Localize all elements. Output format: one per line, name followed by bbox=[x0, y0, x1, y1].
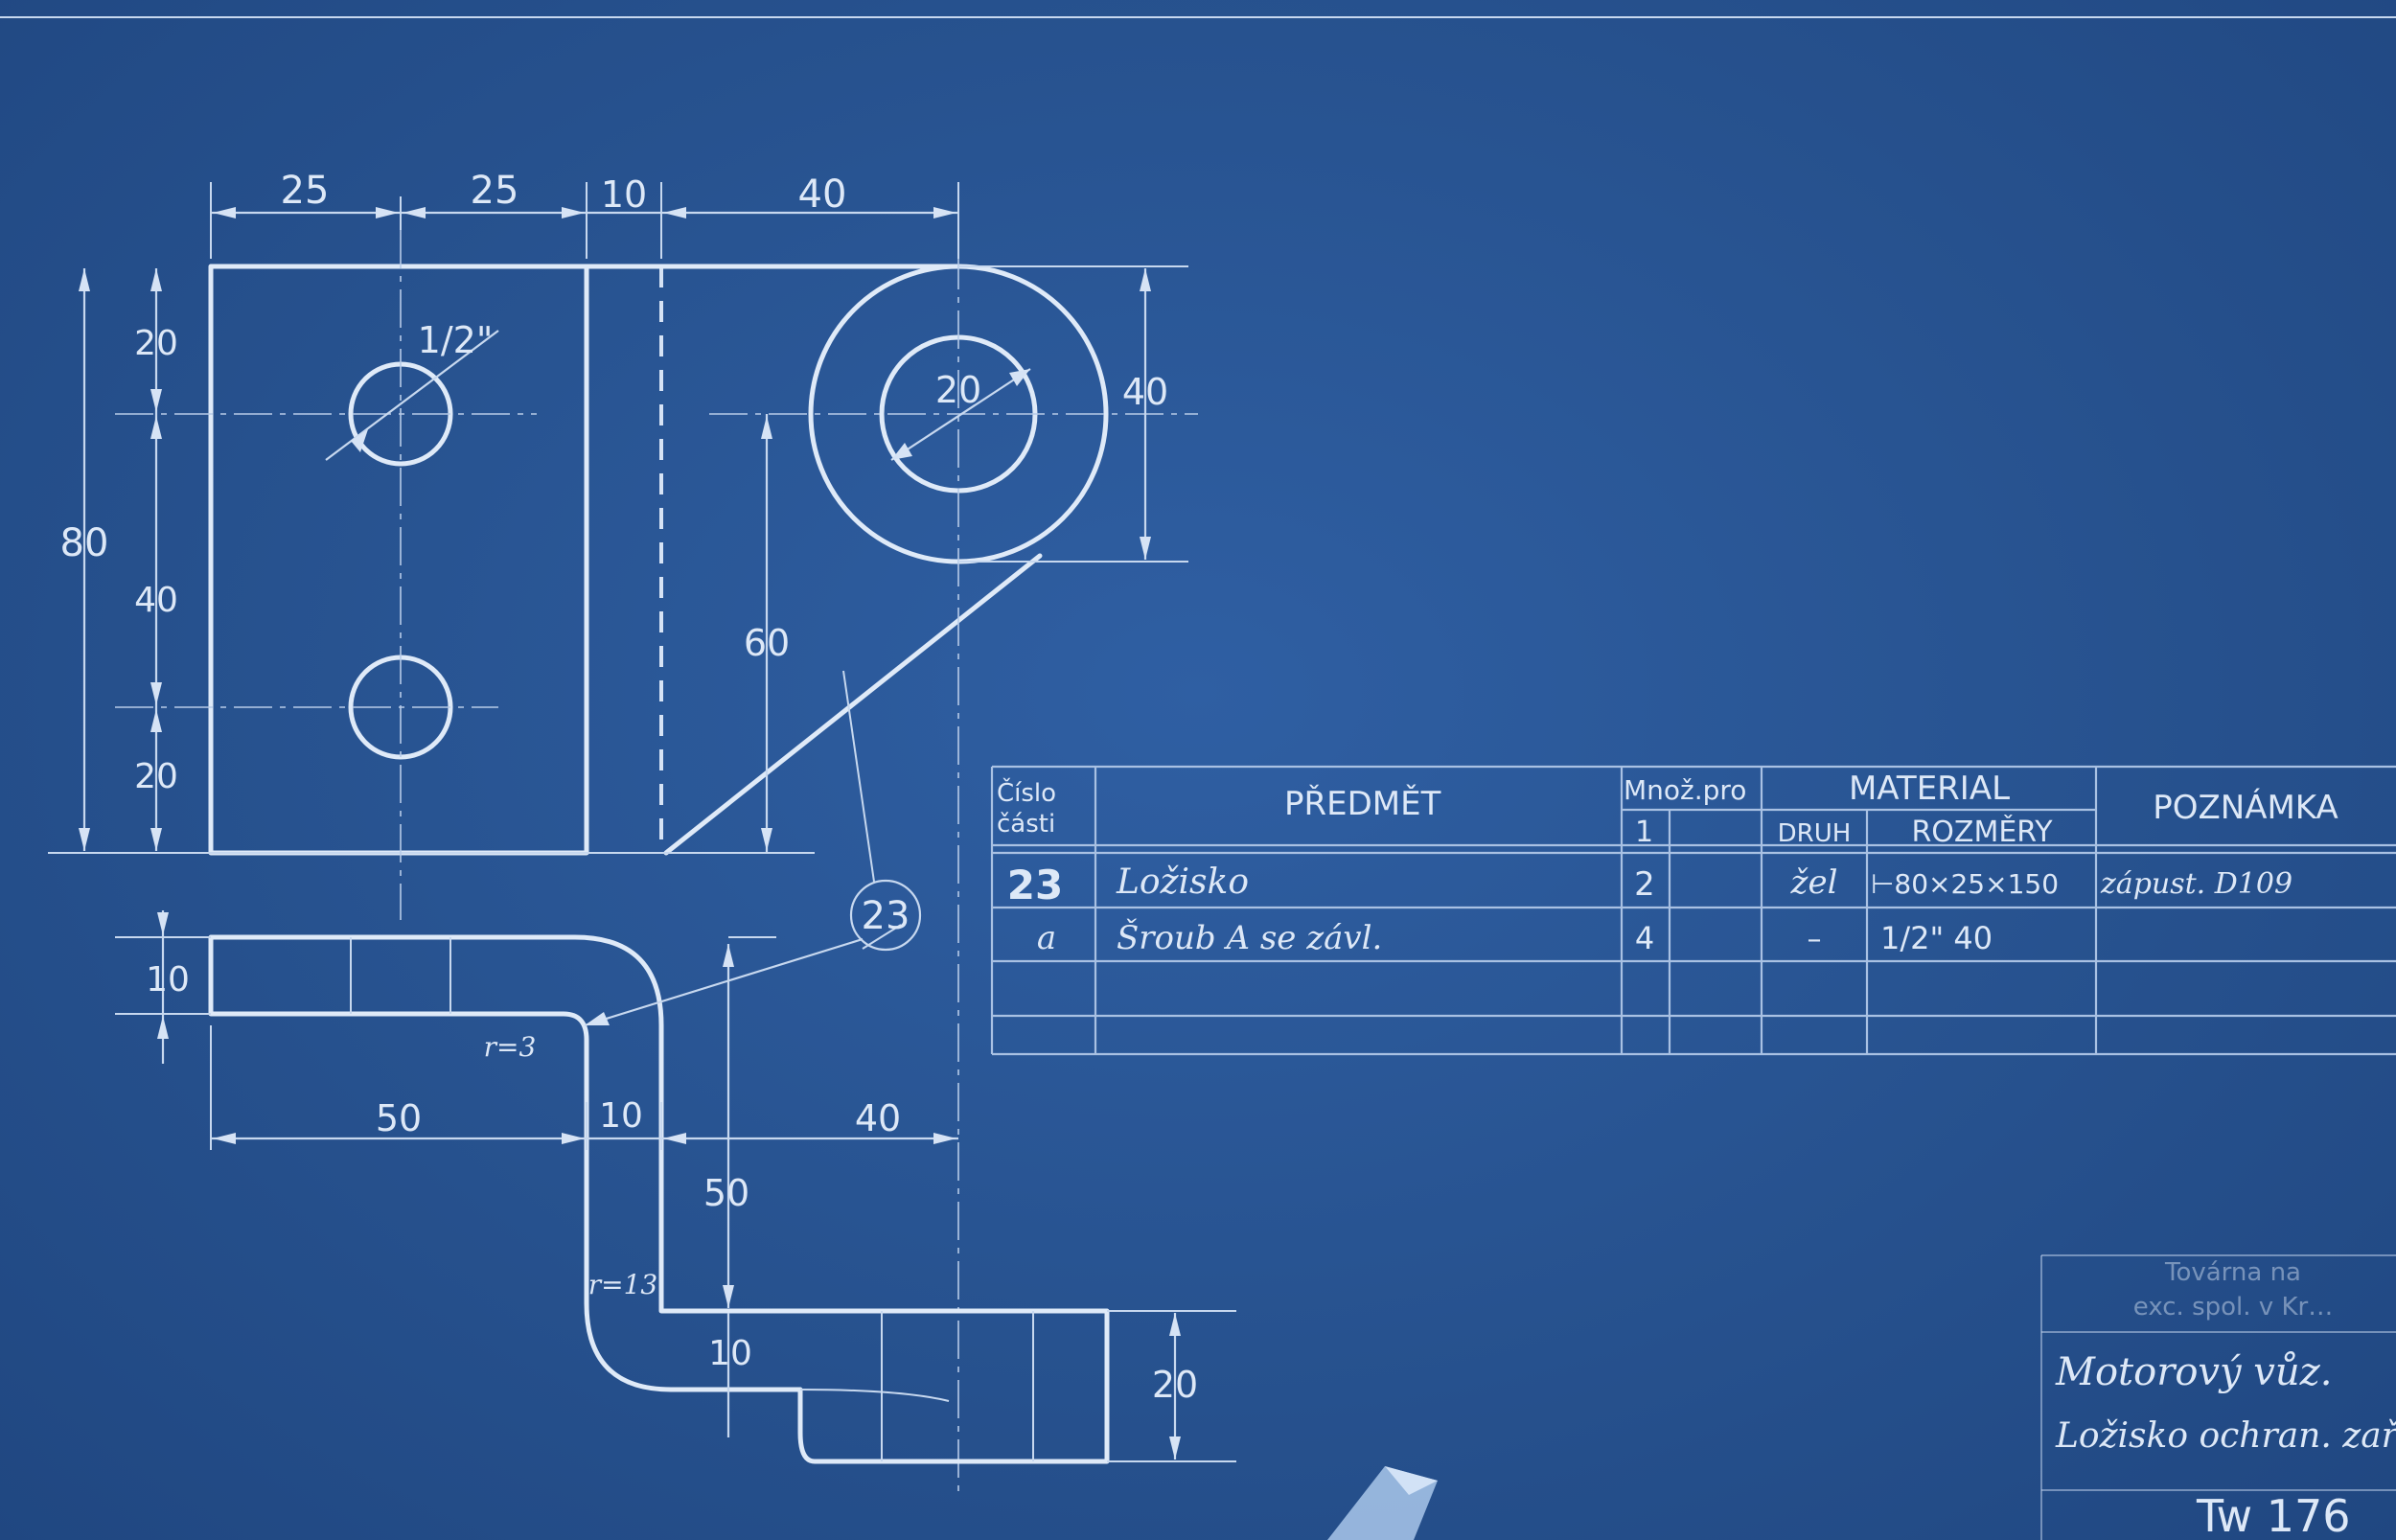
row2-rozmery: 1/2" 40 bbox=[1880, 920, 1993, 956]
front-view bbox=[48, 192, 1198, 1495]
row1-cislo: 23 bbox=[1007, 862, 1063, 908]
dim-10: 10 bbox=[601, 173, 647, 216]
dim-50-vertical: 50 bbox=[703, 1172, 749, 1214]
col-mnoz-count: 1 bbox=[1635, 816, 1653, 849]
col-casti: části bbox=[997, 810, 1055, 839]
side-dimensions bbox=[115, 670, 1236, 1462]
part-callout: 23 bbox=[862, 894, 910, 938]
row1-rozmery: ⊢80×25×150 bbox=[1871, 868, 2059, 900]
col-poznamka: POZNÁMKA bbox=[2153, 788, 2338, 827]
parts-table: Číslo části PŘEDMĚT Množ.pro 1 MATERIAL … bbox=[997, 770, 2338, 957]
front-dimensions bbox=[79, 182, 1188, 853]
col-material: MATERIAL bbox=[1849, 770, 2010, 808]
dim-10-foot: 10 bbox=[708, 1334, 752, 1373]
dim-40: 40 bbox=[798, 172, 847, 217]
radius-13: r=13 bbox=[588, 1269, 657, 1300]
col-cislo: Číslo bbox=[997, 777, 1056, 808]
bracket-profile bbox=[208, 934, 1110, 1464]
drawing-number: Tw 176 bbox=[2196, 1490, 2351, 1540]
title-block-text: Továrna na exc. spol. v Kr… Motorový vůz… bbox=[2055, 1258, 2396, 1540]
row1-mnoz: 2 bbox=[1634, 865, 1655, 904]
col-druh: DRUH bbox=[1778, 819, 1852, 848]
radius-3: r=3 bbox=[484, 1031, 537, 1063]
boss-dim: 40 bbox=[1122, 371, 1168, 413]
dim-10-web: 10 bbox=[599, 1096, 643, 1136]
title-block bbox=[2040, 1254, 2396, 1540]
stamp-line-1: Továrna na bbox=[2164, 1258, 2301, 1287]
front-plate-outline bbox=[208, 264, 589, 856]
parts-table-grid bbox=[990, 765, 2396, 1056]
row2-mnoz: 4 bbox=[1635, 920, 1654, 956]
rib-line bbox=[663, 553, 1043, 856]
dim-40-side: 40 bbox=[855, 1097, 901, 1139]
row1-druh: žel bbox=[1790, 863, 1838, 902]
dim-20-side: 20 bbox=[1152, 1364, 1198, 1406]
part-callout-circle bbox=[849, 879, 922, 952]
row1-poznamka: zápust. D109 bbox=[2100, 867, 2292, 901]
row2-cislo: a bbox=[1037, 919, 1056, 957]
row2-druh: – bbox=[1808, 923, 1822, 956]
dim-25b: 25 bbox=[471, 169, 519, 213]
dim-10-side: 10 bbox=[146, 960, 190, 1000]
title-line-2: Ložisko ochran. zař. bbox=[2055, 1416, 2396, 1456]
dim-20-top: 20 bbox=[134, 324, 178, 363]
thread-label: 1/2" bbox=[418, 319, 494, 361]
dim-40-left: 40 bbox=[134, 581, 178, 620]
dimension-labels: 25 25 10 40 80 20 40 20 1/2" 20 40 60 10… bbox=[60, 169, 1199, 1406]
col-rozmery: ROZMĚRY bbox=[1911, 815, 2053, 849]
dim-20-bottom: 20 bbox=[134, 757, 178, 796]
dim-50-side: 50 bbox=[376, 1097, 422, 1139]
col-predmet: PŘEDMĚT bbox=[1284, 784, 1441, 823]
row2-predmet: Šroub A se závl. bbox=[1117, 918, 1382, 957]
title-line-1: Motorový vůz. bbox=[2055, 1350, 2332, 1394]
dim-80: 80 bbox=[60, 521, 109, 565]
dim-25a: 25 bbox=[281, 169, 330, 213]
side-view bbox=[208, 934, 1110, 1464]
bore-dim: 20 bbox=[935, 369, 981, 411]
col-mnoz-pro: Množ.pro bbox=[1624, 774, 1746, 806]
row1-predmet: Ložisko bbox=[1116, 862, 1249, 902]
dim-60: 60 bbox=[744, 622, 790, 664]
stamp-line-2: exc. spol. v Kr… bbox=[2133, 1293, 2333, 1322]
